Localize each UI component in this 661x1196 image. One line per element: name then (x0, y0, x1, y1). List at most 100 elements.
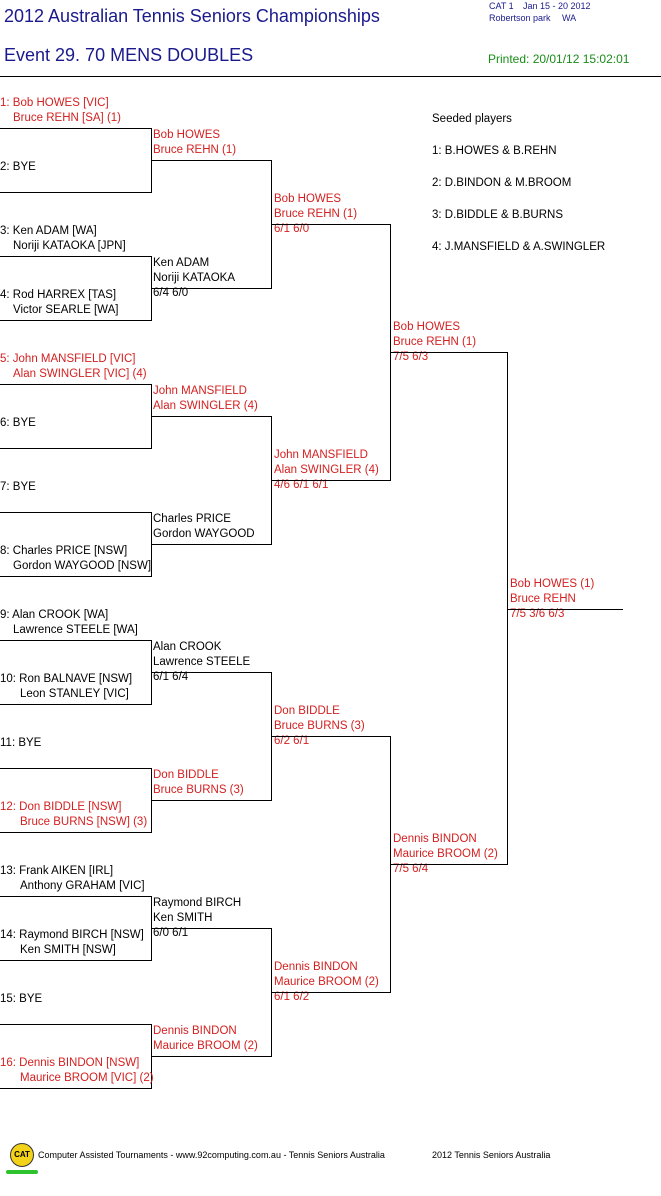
header-divider (0, 76, 661, 77)
round1-line1: 7: BYE (0, 481, 36, 493)
round1-line2: Ken SMITH [NSW] (20, 944, 116, 956)
round1-line (0, 384, 152, 385)
round2-score: 6/0 6/1 (153, 927, 189, 939)
round2-line2: Bruce BURNS (3) (153, 784, 244, 796)
round1-line1: 9: Alan CROOK [WA] (0, 609, 109, 621)
seeded-item: 2: D.BINDON & M.BROOM (432, 177, 572, 189)
quarterfinal-score: 6/2 6/1 (274, 735, 310, 747)
round1-line2: Anthony GRAHAM [VIC] (20, 880, 145, 892)
round1-line (0, 1088, 152, 1089)
quarterfinal-line (271, 736, 391, 737)
round1-line1: 6: BYE (0, 417, 36, 429)
round2-line1: Dennis BINDON (153, 1025, 237, 1037)
semifinal-line1: Bob HOWES (393, 321, 461, 333)
round1-line1: 8: Charles PRICE [NSW] (0, 545, 128, 557)
round1-line (0, 704, 152, 705)
semifinal-score: 7/5 6/3 (393, 351, 429, 363)
quarterfinal-line2: Maurice BROOM (2) (274, 976, 379, 988)
quarterfinal-score: 4/6 6/1 6/1 (274, 479, 329, 491)
round1-line1: 5: John MANSFIELD [VIC] (0, 353, 136, 365)
round2-line1: John MANSFIELD (153, 385, 247, 397)
round2-line (151, 288, 272, 289)
venue-label: Robertson park (489, 13, 551, 23)
seeded-item: 1: B.HOWES & B.REHN (432, 145, 557, 157)
semifinal-connector (507, 352, 508, 864)
round1-line (0, 640, 152, 641)
round1-line (0, 896, 152, 897)
final-score: 7/5 3/6 6/3 (510, 608, 565, 620)
round2-line (151, 1056, 272, 1057)
quarterfinal-score: 6/1 6/0 (274, 223, 310, 235)
round2-line1: Ken ADAM (153, 257, 210, 269)
round2-score: 6/4 6/0 (153, 287, 189, 299)
round2-line2: Lawrence STEELE (153, 656, 251, 668)
round2-line (151, 544, 272, 545)
round1-line1: 3: Ken ADAM [WA] (0, 225, 97, 237)
semifinal-line2: Bruce REHN (1) (393, 336, 477, 348)
round1-line2: Leon STANLEY [VIC] (20, 688, 129, 700)
round1-line2: Maurice BROOM [VIC] (2) (20, 1072, 154, 1084)
round1-line1: 16: Dennis BINDON [NSW] (0, 1057, 140, 1069)
round1-line2: Lawrence STEELE [WA] (13, 624, 138, 636)
quarterfinal-line2: Bruce BURNS (3) (274, 720, 365, 732)
round1-line (0, 128, 152, 129)
quarterfinal-line1: John MANSFIELD (274, 449, 368, 461)
round2-line (151, 416, 272, 417)
semifinal-line (390, 864, 508, 865)
tournament-title: 2012 Australian Tennis Seniors Champions… (4, 6, 380, 26)
quarterfinal-line (271, 224, 391, 225)
final-line (507, 609, 623, 610)
quarterfinal-line (271, 992, 391, 993)
footer-copyright: 2012 Tennis Seniors Australia (432, 1150, 551, 1160)
round1-line1: 14: Raymond BIRCH [NSW] (0, 929, 144, 941)
round1-line2: Gordon WAYGOOD [NSW] (13, 560, 152, 572)
dates-label: Jan 15 - 20 2012 (523, 1, 591, 11)
round1-line1: 4: Rod HARREX [TAS] (0, 289, 117, 301)
quarterfinal-score: 6/1 6/2 (274, 991, 310, 1003)
round1-line (0, 576, 152, 577)
final-line1: Bob HOWES (1) (510, 578, 595, 590)
quarterfinal-line (271, 480, 391, 481)
event-title: Event 29. 70 MENS DOUBLES (4, 45, 254, 65)
round1-line1: 2: BYE (0, 161, 36, 173)
round1-line1: 1: Bob HOWES [VIC] (0, 97, 109, 109)
round1-line1: 11: BYE (0, 737, 42, 749)
cat-logo: CAT (10, 1143, 34, 1167)
round1-line (0, 192, 152, 193)
round1-line (0, 320, 152, 321)
semifinal-score: 7/5 6/4 (393, 863, 429, 875)
semifinal-line2: Maurice BROOM (2) (393, 848, 498, 860)
round1-line (0, 256, 152, 257)
round1-line1: 13: Frank AIKEN [IRL] (0, 865, 114, 877)
round1-line2: Noriji KATAOKA [JPN] (13, 240, 126, 252)
round2-line2: Noriji KATAOKA (153, 272, 236, 284)
seeded-title: Seeded players (432, 113, 512, 125)
round1-line2: Bruce BURNS [NSW] (3) (20, 816, 148, 828)
round1-line1: 10: Ron BALNAVE [NSW] (0, 673, 133, 685)
round1-line (0, 448, 152, 449)
round1-line2: Bruce REHN [SA] (1) (13, 112, 121, 124)
state-label: WA (562, 13, 577, 23)
round2-score: 6/1 6/4 (153, 671, 189, 683)
cat-logo-underline (6, 1170, 38, 1174)
round2-line1: Raymond BIRCH (153, 897, 242, 909)
seeded-item: 3: D.BIDDLE & B.BURNS (432, 209, 564, 221)
round1-line1: 12: Don BIDDLE [NSW] (0, 801, 122, 813)
round2-line (151, 672, 272, 673)
printed-timestamp: Printed: 20/01/12 15:02:01 (488, 52, 630, 66)
round1-line (0, 512, 152, 513)
final-line2: Bruce REHN (510, 593, 576, 605)
round2-line (151, 160, 272, 161)
round1-line1: 15: BYE (0, 993, 43, 1005)
round2-line (151, 800, 272, 801)
quarterfinal-line1: Bob HOWES (274, 193, 342, 205)
quarterfinal-line2: Bruce REHN (1) (274, 208, 358, 220)
quarterfinal-line2: Alan SWINGLER (4) (274, 464, 379, 476)
round2-line1: Don BIDDLE (153, 769, 219, 781)
category-label: CAT 1 (489, 1, 514, 11)
quarterfinal-line1: Dennis BINDON (274, 961, 358, 973)
round2-line2: Bruce REHN (1) (153, 144, 237, 156)
semifinal-line (390, 352, 508, 353)
round2-line2: Ken SMITH (153, 912, 213, 924)
round2-line2: Maurice BROOM (2) (153, 1040, 258, 1052)
